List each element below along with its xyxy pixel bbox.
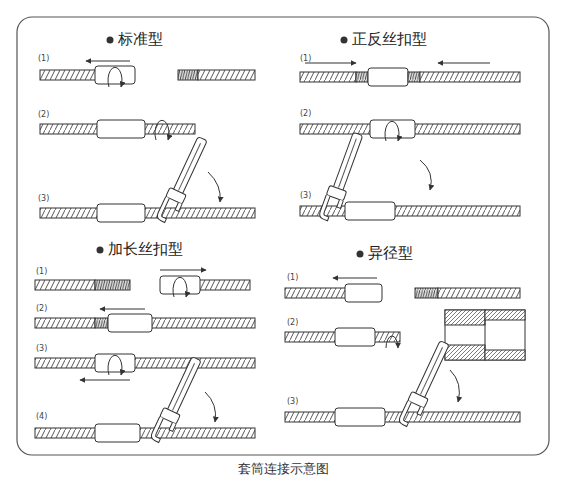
step-number: (1) (287, 274, 298, 283)
turn-arrow (450, 370, 459, 402)
arrow (333, 278, 377, 279)
rebar (420, 72, 520, 82)
arrow (305, 63, 356, 64)
figure-caption: 套筒连接示意图 (238, 462, 329, 476)
reducing-step-2 (285, 310, 525, 360)
extended-step-4 (35, 355, 255, 446)
step-number: (2) (38, 111, 49, 120)
rebar (150, 318, 255, 328)
rebar (438, 288, 520, 298)
step-number: (1) (300, 55, 311, 64)
step-number: (3) (300, 192, 311, 201)
rebar (300, 206, 520, 216)
step-number: (1) (38, 55, 49, 64)
rebar (35, 318, 95, 328)
rebar (35, 358, 255, 368)
arrow (86, 61, 130, 62)
thread (178, 70, 198, 80)
extended-step-3 (35, 354, 255, 380)
coupler (97, 204, 145, 222)
section-heading: 正反丝扣型 (352, 31, 427, 48)
rotation-arrow (385, 121, 399, 141)
thread (95, 280, 130, 290)
section-view (445, 310, 525, 360)
rebar (40, 70, 98, 80)
step-number: (2) (300, 110, 311, 119)
wrench (156, 135, 211, 226)
wrench (150, 355, 205, 446)
arrow (100, 309, 145, 310)
arrow (160, 270, 206, 271)
rebar (35, 280, 95, 290)
rebar (35, 428, 255, 438)
coupler (108, 314, 152, 332)
bullet (341, 37, 348, 44)
rotation-arrow (173, 277, 187, 297)
reverse-step-2 (300, 120, 520, 141)
reverse-step-1 (300, 63, 520, 86)
extended-step-2 (35, 309, 255, 332)
rotation-arrow (155, 120, 169, 140)
arrow (438, 63, 490, 64)
coupler (368, 68, 408, 86)
frame (17, 17, 549, 455)
turn-arrow (208, 172, 220, 202)
wrench (318, 131, 366, 224)
step-number: (3) (287, 398, 298, 407)
step-number: (2) (36, 305, 47, 314)
rotation-arrow (108, 67, 122, 87)
reducing-step-1 (285, 278, 520, 302)
bullet (97, 247, 104, 254)
turn-arrow (420, 160, 431, 190)
rebar (300, 72, 356, 82)
section-heading: 加长丝扣型 (108, 241, 183, 258)
bullet (107, 37, 114, 44)
step-number: (1) (36, 268, 47, 277)
wrench (398, 339, 453, 430)
coupler (335, 408, 385, 426)
coupler (345, 284, 382, 302)
coupler (95, 354, 135, 372)
step-number: (4) (36, 413, 47, 422)
standard-step-3 (40, 135, 255, 226)
step-number: (3) (38, 195, 49, 204)
section-heading: 标准型 (118, 31, 163, 48)
thread (356, 72, 368, 82)
rebar (40, 208, 255, 218)
rotation-arrow (386, 336, 398, 348)
thread (408, 72, 420, 82)
rotation-arrow (108, 355, 122, 375)
reverse-step-3 (300, 131, 520, 224)
coupler (95, 424, 140, 442)
extended-step-1 (35, 270, 250, 297)
coupler (95, 66, 135, 84)
section-heading: 异径型 (368, 245, 413, 262)
standard-step-1 (40, 61, 255, 87)
turn-arrow (205, 392, 216, 422)
rebar (198, 280, 250, 290)
coupler (345, 202, 395, 220)
coupler (160, 276, 200, 294)
step-number: (2) (287, 319, 298, 328)
coupler (370, 120, 415, 138)
rebar (198, 70, 255, 80)
coupler (97, 120, 145, 138)
reducing-step-3 (285, 339, 520, 430)
coupler (335, 328, 375, 346)
rebar (285, 288, 347, 298)
step-number: (3) (36, 345, 47, 354)
standard-step-2 (40, 120, 195, 140)
bullet (357, 251, 364, 258)
thread (415, 288, 438, 298)
thread (95, 318, 108, 328)
arrow (80, 380, 130, 381)
